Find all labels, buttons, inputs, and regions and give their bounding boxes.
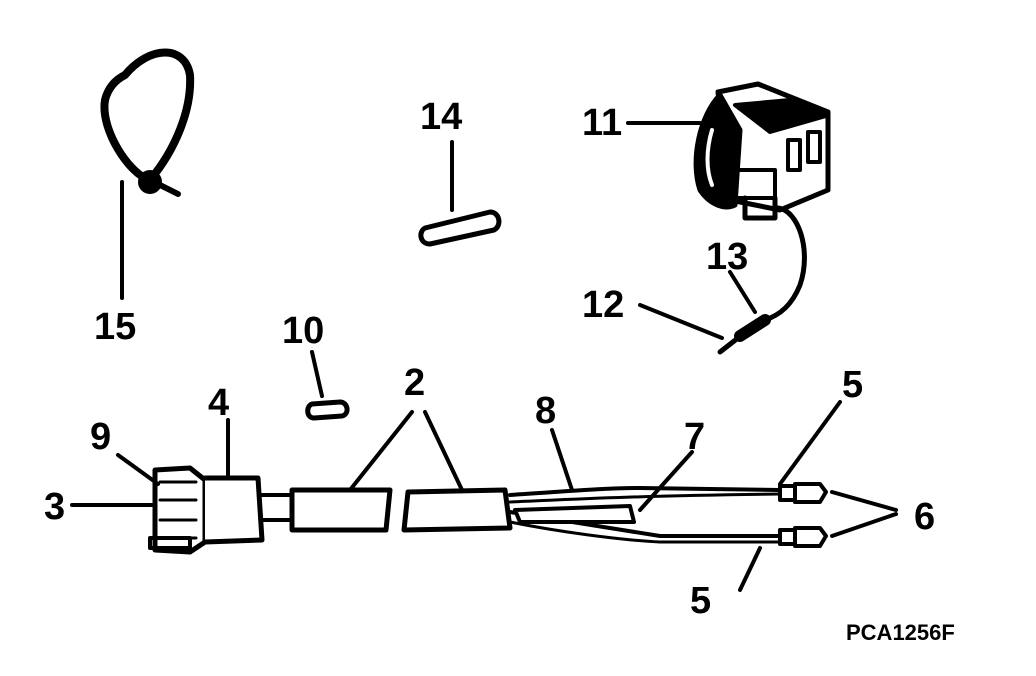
module-part [626,81,831,355]
callout-9: 9 [90,416,112,458]
callout-13: 13 [706,236,749,278]
wire-leads-part [508,400,898,592]
callout-11: 11 [582,102,623,144]
callout-7: 7 [684,416,706,458]
callout-6: 6 [914,496,936,538]
callout-2: 2 [404,362,426,404]
callout-10: 10 [282,310,325,352]
pin-part [418,140,502,247]
cable-tie-part [100,48,195,300]
callout-14: 14 [420,96,463,138]
callout-12: 12 [582,284,625,326]
figure-code: PCA1256F [846,620,955,645]
plug-part [305,350,350,421]
callout-5-top: 5 [842,364,864,406]
sheath-part [289,410,513,533]
connector-part [70,418,292,555]
callout-5-bottom: 5 [690,580,712,622]
callout-15: 15 [94,306,137,348]
callout-8: 8 [535,390,557,432]
callout-4: 4 [208,382,230,424]
callout-3: 3 [44,486,66,528]
